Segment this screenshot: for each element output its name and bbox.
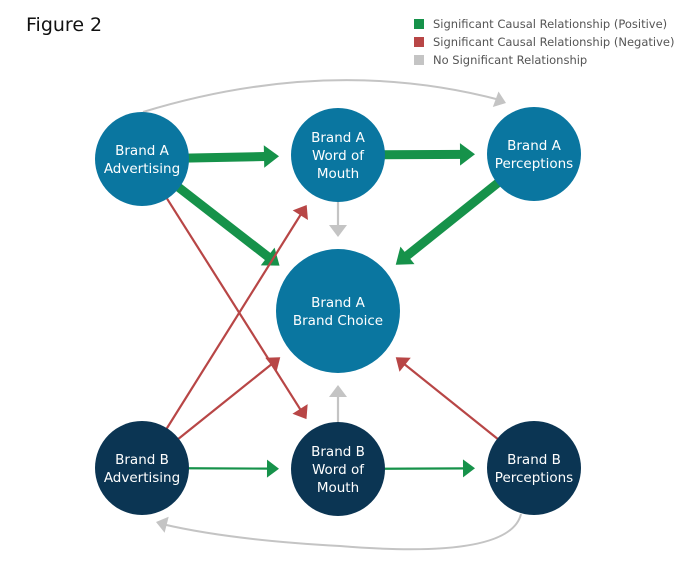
node-label-line: Mouth <box>317 480 359 496</box>
node-label-line: Advertising <box>104 470 180 486</box>
node-label: Brand A Brand Choice <box>293 295 383 329</box>
node-circle <box>276 249 400 373</box>
edge-b-adv-to-a-wom-arrowhead <box>292 205 308 220</box>
node-label-line: Perceptions <box>495 470 573 486</box>
edge-b-adv-to-a-choice <box>176 360 276 441</box>
figure-title: Figure 2 <box>26 14 103 36</box>
node-label-line: Perceptions <box>495 156 573 172</box>
node-label: Brand A Word of Mouth <box>311 130 366 182</box>
edge-a-adv-to-a-choice-arrowhead <box>260 247 280 266</box>
node-a-perc: Brand A Perceptions <box>487 107 581 201</box>
node-label: Brand A Perceptions <box>495 138 573 172</box>
node-circle <box>291 108 385 202</box>
edge-b-perc-to-a-choice-arrowhead <box>395 357 411 372</box>
edge-a-perc-to-a-choice-arrowhead <box>395 246 415 265</box>
edge-b-adv-to-a-choice-arrowhead <box>265 357 281 372</box>
node-label-line: Brand A <box>311 295 366 311</box>
legend-item-negative: Significant Causal Relationship (Negativ… <box>414 33 674 51</box>
node-label-line: Mouth <box>317 166 359 182</box>
edge-a-adv-to-a-perc-arrowhead <box>492 91 506 107</box>
edge-a-adv-to-a-perc <box>142 79 501 113</box>
node-label-line: Advertising <box>104 161 180 177</box>
node-circle <box>487 107 581 201</box>
edge-a-wom-to-a-perc-arrowhead <box>459 143 476 166</box>
node-label-line: Brand Choice <box>293 313 383 329</box>
node-label-line: Word of <box>312 462 365 478</box>
node-label-line: Brand B <box>115 452 169 468</box>
legend-label: No Significant Relationship <box>433 53 588 67</box>
node-label: Brand A Advertising <box>104 143 180 177</box>
node-label-line: Word of <box>312 148 365 164</box>
edge-a-adv-to-a-wom-arrowhead <box>263 145 280 168</box>
node-label-line: Brand A <box>115 143 170 159</box>
edge-a-adv-to-b-wom <box>165 196 304 414</box>
edge-b-perc-to-b-adv-arrowhead <box>156 516 169 533</box>
node-b-wom: Brand B Word of Mouth <box>291 422 385 516</box>
node-circle <box>95 112 189 206</box>
edge-b-adv-to-b-wom-arrowhead <box>266 459 280 478</box>
node-a-wom: Brand A Word of Mouth <box>291 108 385 202</box>
edge-a-perc-to-a-choice <box>399 177 504 263</box>
node-label-line: Brand B <box>507 452 561 468</box>
node-circle <box>95 421 189 515</box>
node-b-adv: Brand B Advertising <box>95 421 189 515</box>
edge-b-wom-to-b-perc-arrowhead <box>462 459 476 478</box>
edge-b-adv-to-a-wom <box>164 210 304 431</box>
edge-a-wom-to-a-choice-arrowhead <box>329 225 347 237</box>
node-label: Brand B Perceptions <box>495 452 573 486</box>
node-circle <box>487 421 581 515</box>
legend: Significant Causal Relationship (Positiv… <box>414 15 674 69</box>
edge-a-adv-to-a-wom <box>184 151 271 163</box>
node-b-perc: Brand B Perceptions <box>487 421 581 515</box>
node-label-line: Brand A <box>311 130 366 146</box>
edge-b-perc-to-a-choice <box>400 360 500 441</box>
edge-b-perc-to-b-adv <box>161 513 522 551</box>
node-label: Brand B Word of Mouth <box>311 444 365 496</box>
legend-label: Significant Causal Relationship (Negativ… <box>433 35 675 49</box>
node-a-adv: Brand A Advertising <box>95 112 189 206</box>
edge-a-adv-to-a-choice <box>173 181 276 264</box>
legend-swatch-negative <box>414 37 424 47</box>
node-label: Brand B Advertising <box>104 452 180 486</box>
legend-label: Significant Causal Relationship (Positiv… <box>433 17 668 31</box>
edge-b-wom-to-a-choice-arrowhead <box>329 385 347 397</box>
node-label-line: Brand A <box>507 138 562 154</box>
edge-a-adv-to-b-wom-arrowhead <box>292 404 308 420</box>
node-label-line: Brand B <box>311 444 365 460</box>
legend-item-none: No Significant Relationship <box>414 51 674 69</box>
node-circle <box>291 422 385 516</box>
legend-item-positive: Significant Causal Relationship (Positiv… <box>414 15 674 33</box>
node-a-choice: Brand A Brand Choice <box>276 249 400 373</box>
legend-swatch-none <box>414 55 424 65</box>
legend-swatch-positive <box>414 19 424 29</box>
